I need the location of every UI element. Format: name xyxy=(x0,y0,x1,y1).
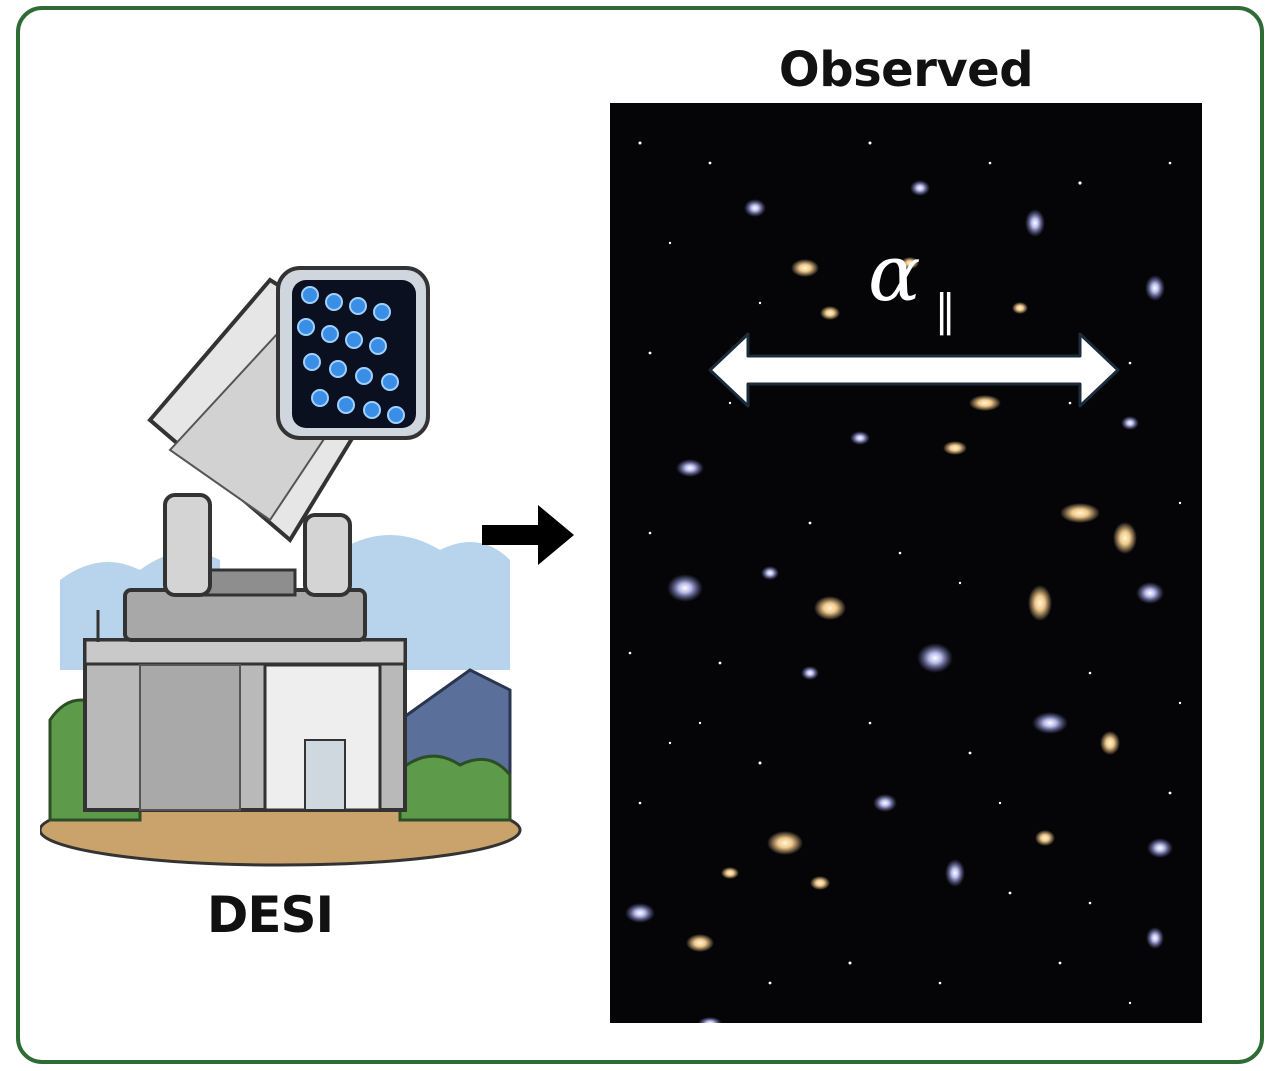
telescope-illustration xyxy=(40,266,522,867)
galaxy-field xyxy=(610,103,1202,1023)
galaxy-field-drawing xyxy=(625,141,1182,1023)
alpha-symbol: α xyxy=(868,229,921,319)
right-arrow xyxy=(482,505,574,565)
double-headed-arrow xyxy=(708,332,1120,408)
yellow-galaxies xyxy=(686,257,1137,952)
telescope-label: DESI xyxy=(206,886,334,944)
spiral-galaxies xyxy=(625,180,1173,1023)
stars xyxy=(628,141,1182,1005)
alpha-subscript: ∥ xyxy=(934,286,956,337)
observed-title: Observed xyxy=(778,42,1034,98)
